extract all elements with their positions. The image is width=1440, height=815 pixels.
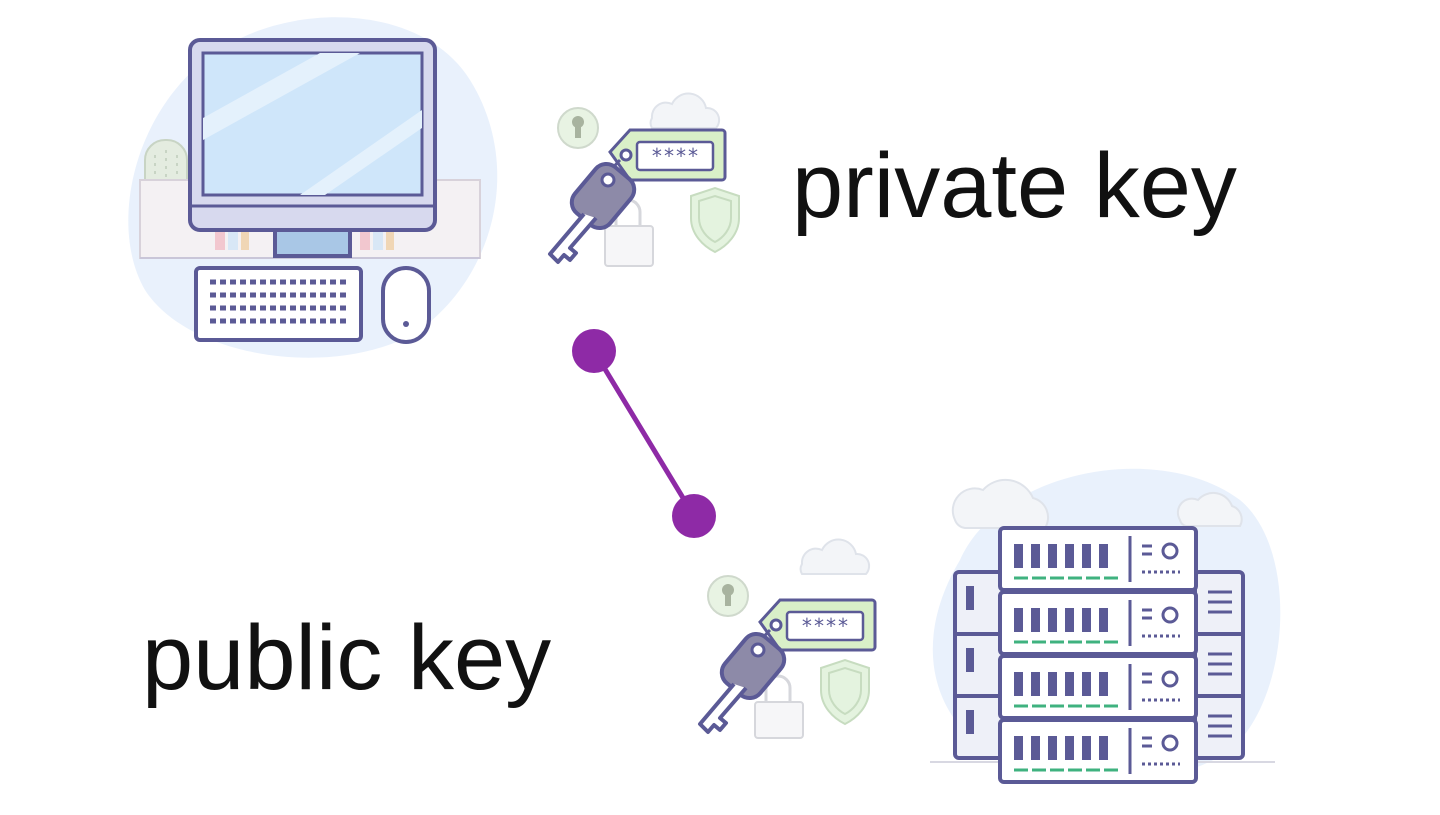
server-back-left xyxy=(953,570,1007,760)
computer-icon xyxy=(128,17,498,358)
monitor-stand xyxy=(273,228,352,258)
cloud-icon xyxy=(799,538,871,575)
server-unit-2 xyxy=(998,590,1198,656)
server-unit-1 xyxy=(998,526,1198,592)
shield-icon xyxy=(820,658,870,726)
public-key-icon: **** xyxy=(698,538,877,739)
key-icon xyxy=(548,158,637,264)
server-back-right xyxy=(1193,570,1245,760)
shield-icon xyxy=(690,186,740,254)
keyhole-icon xyxy=(557,107,599,149)
keyboard-icon xyxy=(194,266,363,342)
private-key-label: private key xyxy=(792,135,1237,237)
key-pair-connector xyxy=(572,329,716,538)
tag-text: **** xyxy=(651,144,699,168)
cloud-icon xyxy=(1176,491,1243,527)
key-tag: **** xyxy=(608,128,727,182)
public-key-label: public key xyxy=(142,607,552,709)
cloud-icon xyxy=(951,478,1050,529)
connector-node-bottom xyxy=(672,494,716,538)
server-unit-3 xyxy=(998,654,1198,720)
cloud-icon xyxy=(649,92,721,129)
server-unit-4 xyxy=(998,718,1198,784)
tag-text: **** xyxy=(801,614,849,638)
key-icon xyxy=(698,628,787,734)
key-tag: **** xyxy=(758,598,877,652)
private-key-icon: **** xyxy=(548,92,740,267)
connector-node-top xyxy=(572,329,616,373)
server-icon xyxy=(930,468,1281,784)
mouse-icon xyxy=(381,266,431,344)
keyhole-icon xyxy=(707,575,749,617)
